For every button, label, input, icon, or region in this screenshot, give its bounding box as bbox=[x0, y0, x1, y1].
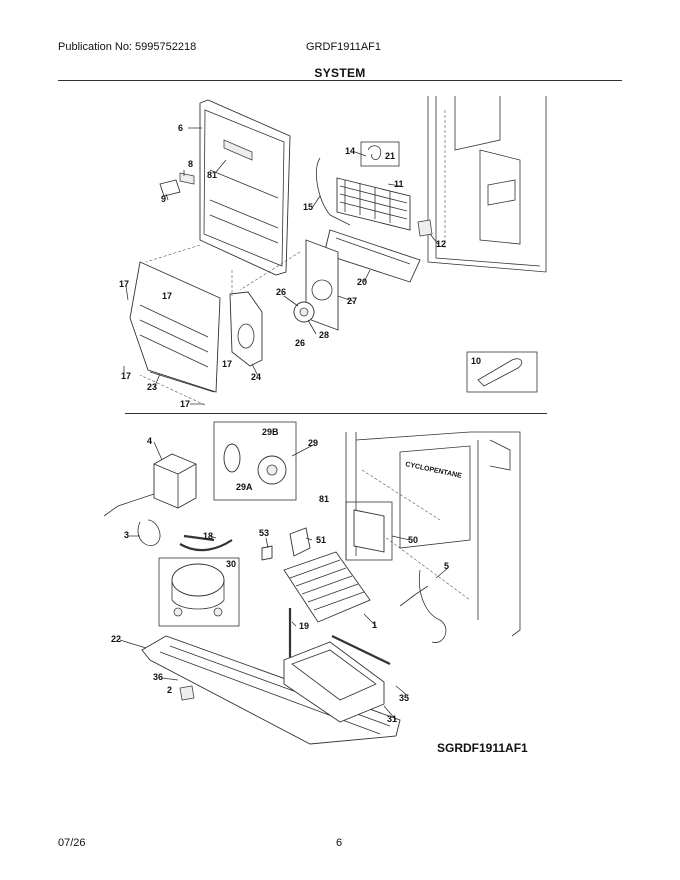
callout-81b: 81 bbox=[319, 494, 329, 504]
callout-3: 3 bbox=[124, 530, 129, 540]
callout-9: 9 bbox=[161, 194, 166, 204]
callout-29: 29 bbox=[308, 438, 318, 448]
callout-4: 4 bbox=[147, 436, 152, 446]
fan-shroud-panel bbox=[305, 239, 339, 331]
footer-date: 07/26 bbox=[58, 837, 86, 849]
compressor bbox=[171, 563, 225, 597]
callout-12: 12 bbox=[436, 239, 446, 249]
drain-pan bbox=[283, 641, 385, 723]
callout-15: 15 bbox=[303, 202, 313, 212]
header-model: GRDF1911AF1 bbox=[306, 41, 381, 53]
cyclopentane-marking: CYCLOPENTANE bbox=[405, 461, 463, 480]
relay-box bbox=[103, 453, 197, 517]
part-18-tube bbox=[183, 534, 215, 542]
callout-18: 18 bbox=[203, 531, 213, 541]
rear-panel-part bbox=[199, 99, 291, 276]
evaporator-cover bbox=[129, 261, 221, 393]
callout-53: 53 bbox=[259, 528, 269, 538]
page-title: SYSTEM bbox=[314, 66, 366, 80]
callout-17a: 17 bbox=[119, 279, 129, 289]
callout-36: 36 bbox=[153, 672, 163, 682]
inset-box-tool bbox=[466, 351, 538, 393]
callout-5: 5 bbox=[444, 561, 449, 571]
callout-17c: 17 bbox=[222, 359, 232, 369]
callout-29A: 29A bbox=[236, 482, 253, 492]
callout-22: 22 bbox=[111, 634, 121, 644]
inset-box-control-board bbox=[345, 501, 393, 561]
part-9-cover bbox=[159, 179, 181, 197]
callout-81: 81 bbox=[207, 170, 217, 180]
part-53-clip bbox=[261, 545, 273, 561]
callout-14: 14 bbox=[345, 146, 355, 156]
callout-17b: 17 bbox=[162, 291, 172, 301]
condenser-coil bbox=[283, 551, 371, 623]
leader-guides-top bbox=[145, 244, 301, 296]
callout-8: 8 bbox=[188, 159, 193, 169]
inset-box-fan-assembly bbox=[213, 421, 297, 501]
air-duct-part bbox=[229, 291, 263, 367]
part-51-sensor bbox=[289, 527, 311, 557]
part-35-tube bbox=[331, 635, 391, 665]
wiring-harness bbox=[399, 569, 447, 643]
publication-number: Publication No: 5995752218 bbox=[58, 41, 197, 53]
inset-box-compressor bbox=[158, 557, 240, 627]
part-8-clip bbox=[179, 172, 195, 185]
callout-28: 28 bbox=[319, 330, 329, 340]
evaporator-coil bbox=[315, 157, 411, 231]
page-number: 6 bbox=[336, 837, 343, 849]
callout-30: 30 bbox=[226, 559, 236, 569]
section-divider bbox=[125, 413, 547, 414]
part-12-connector bbox=[417, 219, 433, 237]
callout-2: 2 bbox=[167, 685, 172, 695]
callout-24: 24 bbox=[251, 372, 261, 382]
callout-21: 21 bbox=[385, 151, 395, 161]
callout-20: 20 bbox=[357, 277, 367, 287]
callout-31: 31 bbox=[387, 714, 397, 724]
callout-17e: 17 bbox=[180, 399, 190, 409]
callout-leaders bbox=[119, 127, 449, 721]
part-2-clip bbox=[179, 685, 195, 701]
callout-29B: 29B bbox=[262, 427, 279, 437]
callout-51: 51 bbox=[316, 535, 326, 545]
callout-19: 19 bbox=[299, 621, 309, 631]
callout-50: 50 bbox=[408, 535, 418, 545]
part-14-clip bbox=[367, 145, 382, 160]
callout-17d: 17 bbox=[121, 371, 131, 381]
callout-26a: 26 bbox=[276, 287, 286, 297]
cabinet-liner-top bbox=[427, 96, 547, 273]
callout-11: 11 bbox=[394, 179, 404, 189]
drain-trough bbox=[323, 229, 421, 283]
callout-35: 35 bbox=[399, 693, 409, 703]
callout-23: 23 bbox=[147, 382, 157, 392]
callout-6: 6 bbox=[178, 123, 183, 133]
callout-26b: 26 bbox=[295, 338, 305, 348]
header-rule bbox=[58, 80, 622, 81]
part-3-loop bbox=[137, 519, 161, 547]
model-code: SGRDF1911AF1 bbox=[437, 741, 528, 755]
callout-10: 10 bbox=[471, 356, 481, 366]
